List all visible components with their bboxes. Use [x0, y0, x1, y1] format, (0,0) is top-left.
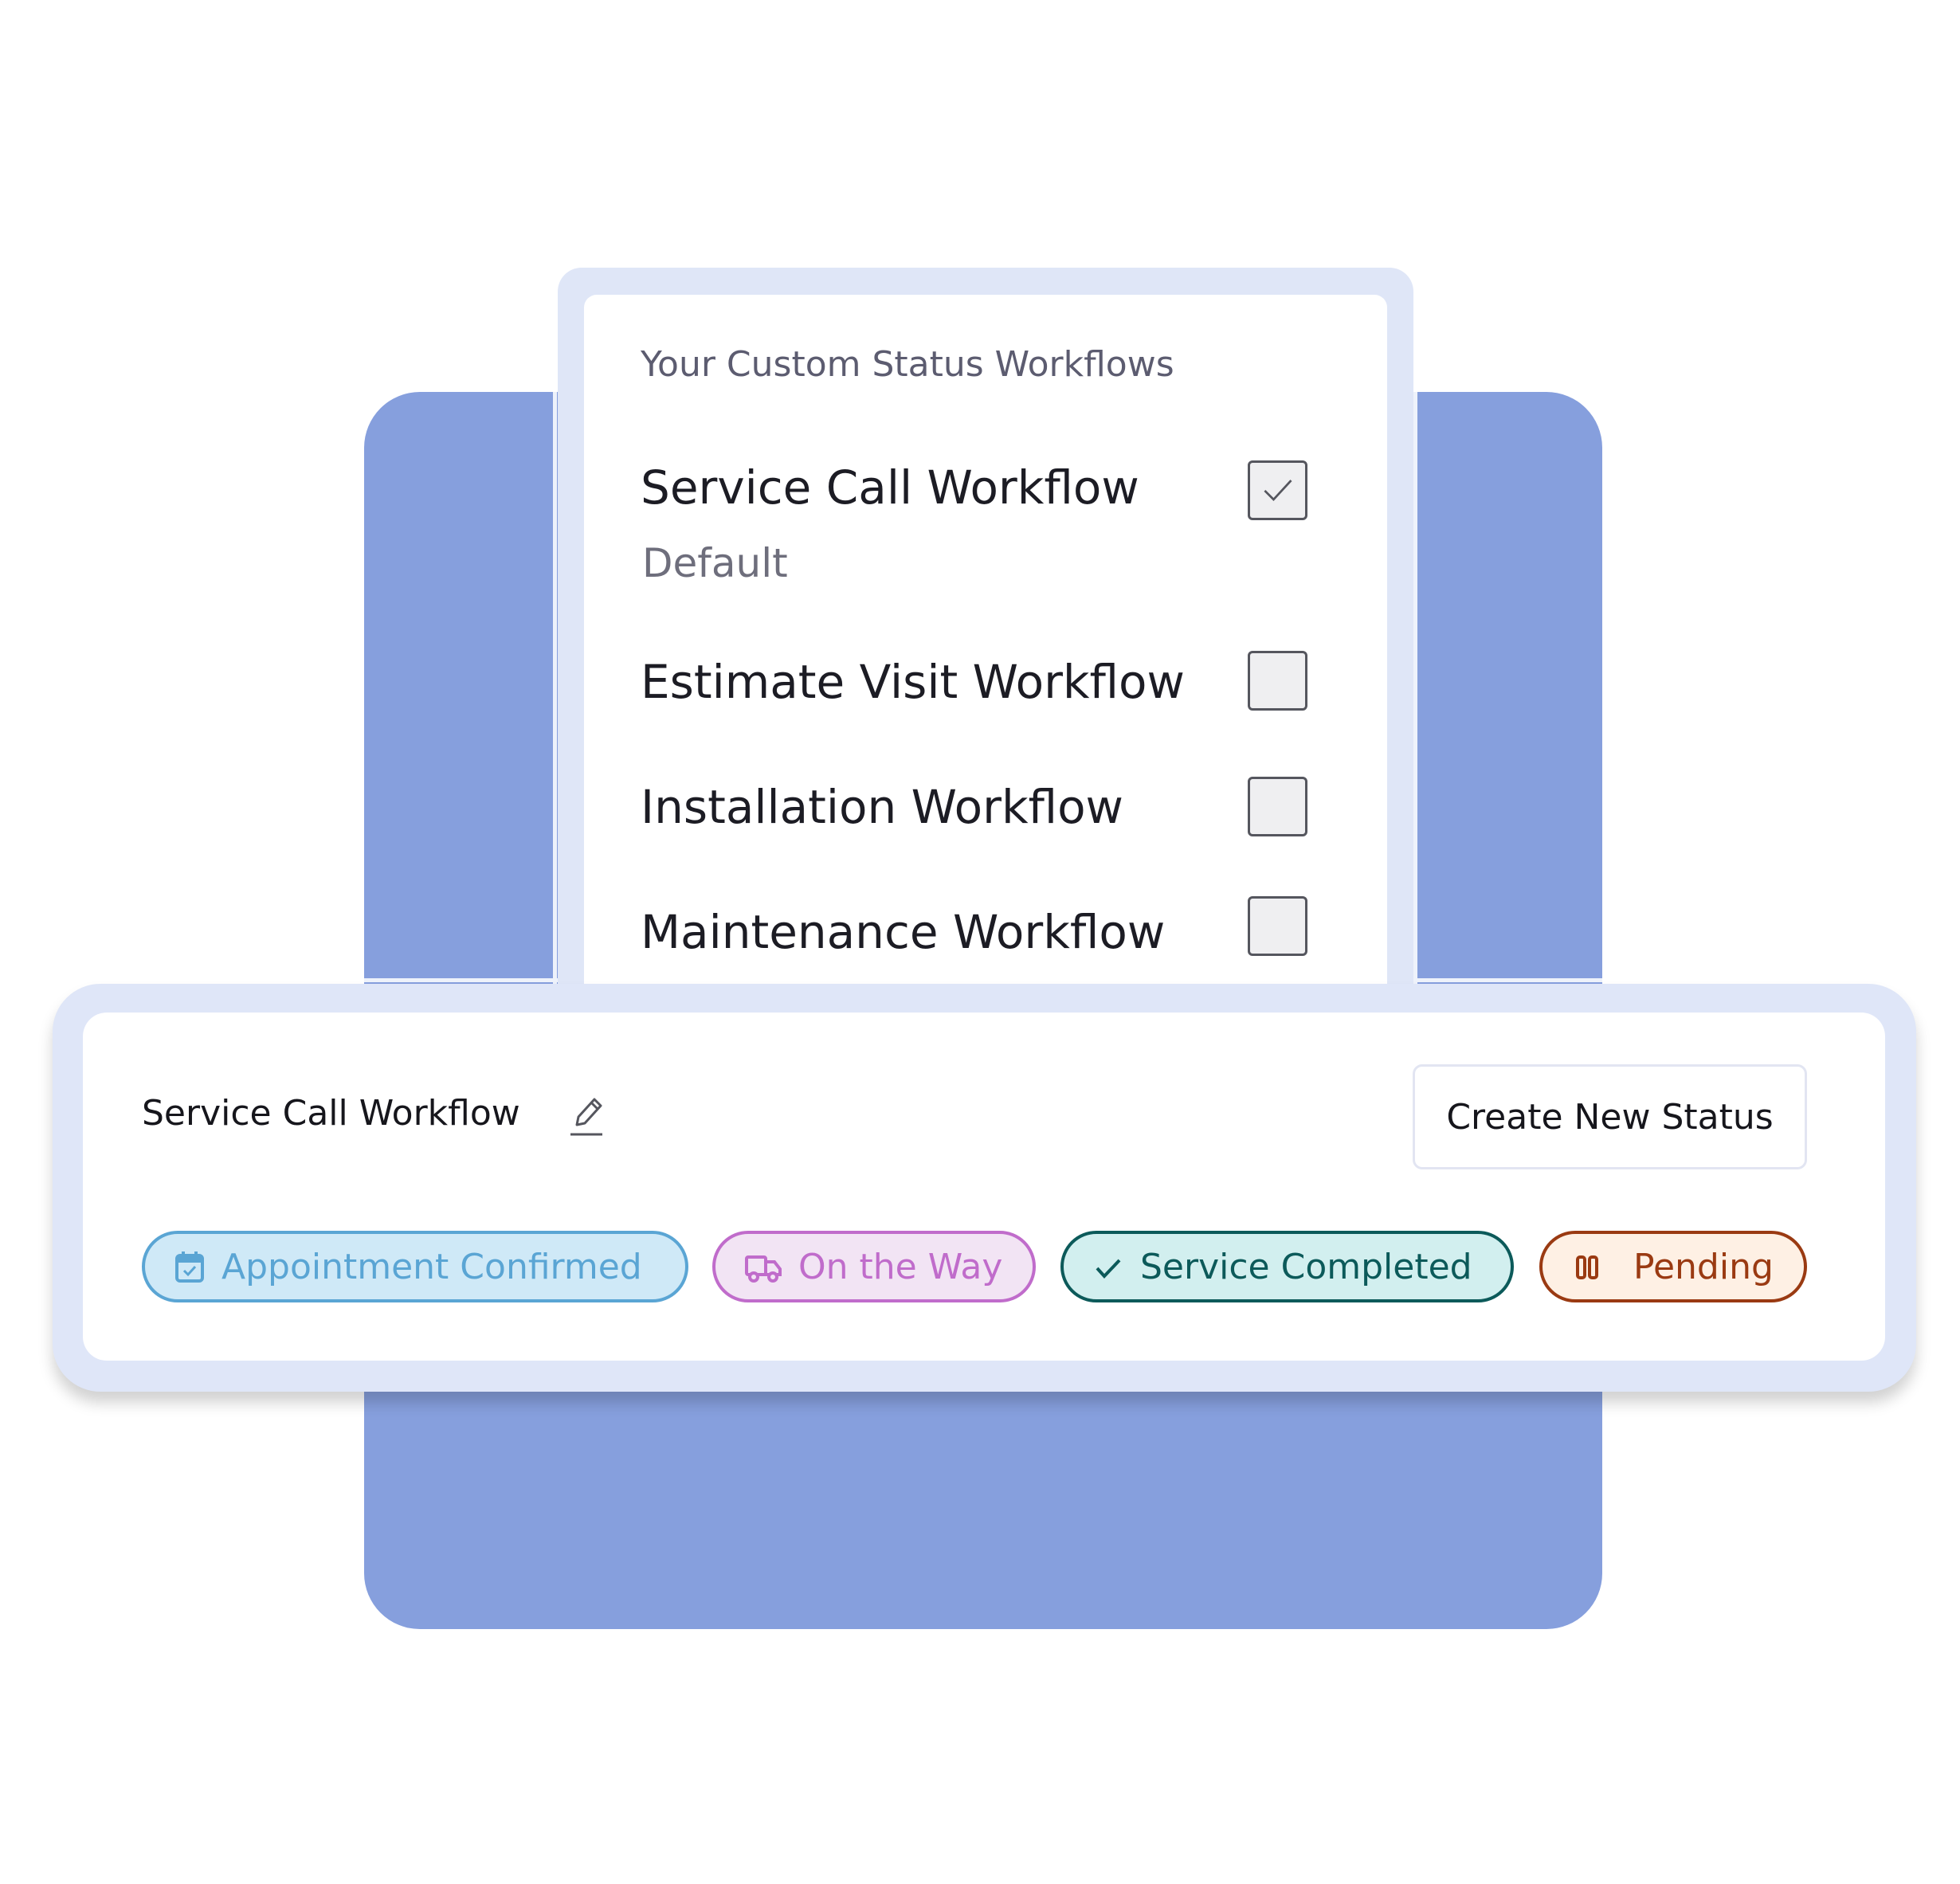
- workflow-checkbox-installation[interactable]: [1248, 777, 1307, 836]
- workflow-label-estimate-visit[interactable]: Estimate Visit Workflow: [641, 655, 1185, 709]
- frame-line: [553, 392, 557, 1005]
- workflow-label-installation[interactable]: Installation Workflow: [641, 780, 1123, 834]
- editor-title: Service Call Workflow: [142, 1093, 520, 1134]
- pencil-icon[interactable]: [567, 1093, 606, 1138]
- status-pill-appointment-confirmed[interactable]: Appointment Confirmed: [142, 1231, 688, 1302]
- status-label: Appointment Confirmed: [221, 1246, 642, 1287]
- status-label: Pending: [1633, 1246, 1774, 1287]
- calendar-check-icon: [175, 1251, 204, 1283]
- workflow-label-service-call[interactable]: Service Call Workflow: [641, 460, 1139, 515]
- frame-line: [1413, 392, 1417, 1005]
- status-label: On the Way: [798, 1246, 1003, 1287]
- status-pill-on-the-way[interactable]: On the Way: [712, 1231, 1036, 1302]
- create-new-status-button[interactable]: Create New Status: [1413, 1064, 1807, 1169]
- workflow-checkbox-estimate-visit[interactable]: [1248, 651, 1307, 711]
- status-pill-service-completed[interactable]: Service Completed: [1060, 1231, 1514, 1302]
- check-icon: [1264, 480, 1292, 501]
- workflows-panel-title: Your Custom Status Workflows: [641, 344, 1174, 385]
- check-icon: [1096, 1259, 1121, 1279]
- workflow-checkbox-service-call[interactable]: [1248, 460, 1307, 520]
- workflow-checkbox-maintenance[interactable]: [1248, 896, 1307, 956]
- status-pill-pending[interactable]: Pending: [1539, 1231, 1807, 1302]
- pause-icon: [1576, 1255, 1598, 1279]
- default-label: Default: [642, 540, 788, 586]
- truck-icon: [745, 1255, 782, 1283]
- status-label: Service Completed: [1140, 1246, 1472, 1287]
- workflow-label-maintenance[interactable]: Maintenance Workflow: [641, 905, 1166, 959]
